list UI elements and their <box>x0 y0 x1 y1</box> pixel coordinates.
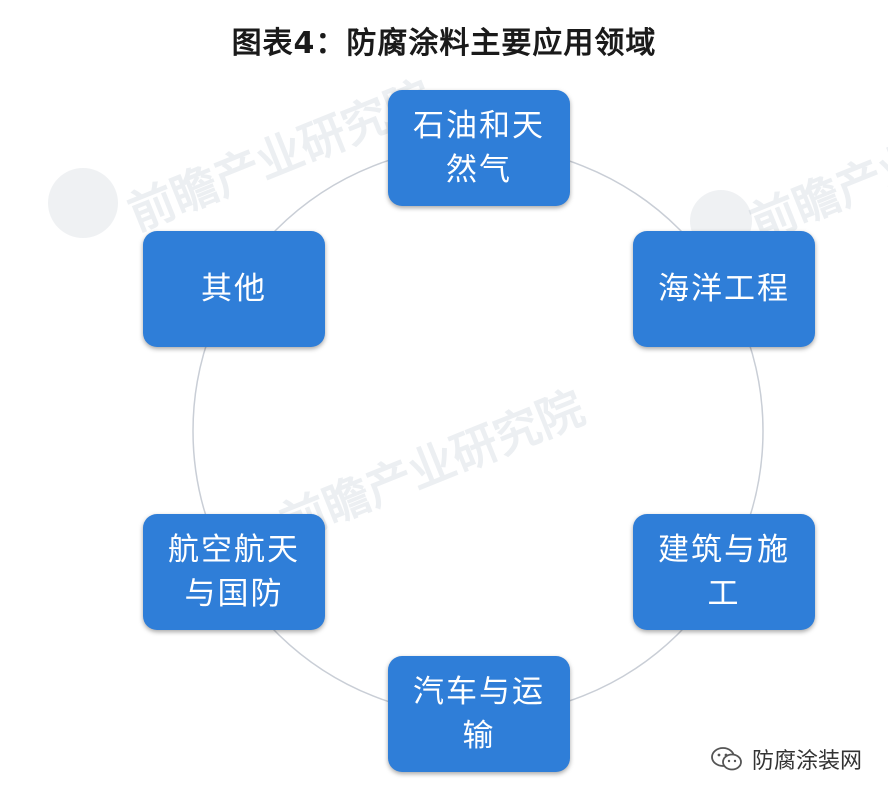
node-label: 航空航天与国防 <box>168 532 300 612</box>
node-label: 建筑与施工 <box>658 532 790 612</box>
node-other: 其他 <box>143 231 325 347</box>
node-automotive: 汽车与运输 <box>388 656 570 772</box>
node-label: 海洋工程 <box>658 271 790 307</box>
wechat-icon <box>711 747 742 771</box>
node-label: 石油和天然气 <box>413 108 545 188</box>
page-title: 图表4：防腐涂料主要应用领域 <box>231 26 657 61</box>
node-oil-gas: 石油和天然气 <box>388 90 570 206</box>
node-aerospace: 航空航天与国防 <box>143 514 325 630</box>
node-label: 汽车与运输 <box>413 674 545 754</box>
node-label: 其他 <box>201 271 267 307</box>
source-attribution: 防腐涂装网 <box>710 743 862 775</box>
node-marine: 海洋工程 <box>633 231 815 347</box>
source-account: 防腐涂装网 <box>751 749 862 774</box>
node-construction: 建筑与施工 <box>633 514 815 630</box>
watermark-logo-left <box>48 168 118 238</box>
